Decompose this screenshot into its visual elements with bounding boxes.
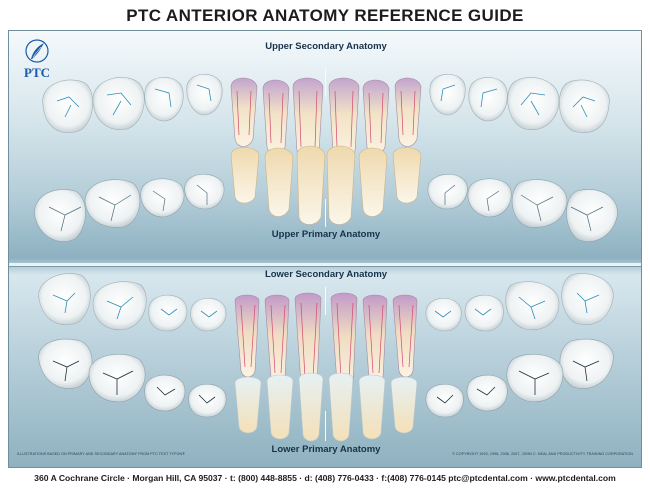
ptc-logo: PTC bbox=[19, 37, 55, 81]
upper-midline-top bbox=[325, 67, 326, 97]
upper-secondary-arch bbox=[42, 73, 610, 159]
lower-secondary-label: Lower Secondary Anatomy bbox=[264, 269, 388, 280]
copyright-notice: © COPYRIGHT 1993, 1998, 2006, 2007, JOHN… bbox=[452, 452, 633, 456]
contact-footer: 360 A Cochrane Circle · Morgan Hill, CA … bbox=[34, 473, 616, 483]
lower-midline-top bbox=[325, 287, 326, 315]
lower-primary-label: Lower Primary Anatomy bbox=[271, 444, 381, 455]
upper-secondary-label: Upper Secondary Anatomy bbox=[265, 41, 387, 52]
lower-secondary-arch bbox=[38, 273, 614, 390]
upper-midline-bottom bbox=[325, 199, 326, 227]
illustration-credit: ILLUSTRATIONS BASED ON PRIMARY AND SECON… bbox=[17, 452, 185, 456]
lower-midline-bottom bbox=[325, 411, 326, 441]
upper-primary-arch bbox=[34, 145, 618, 242]
lower-primary-arch bbox=[38, 338, 614, 442]
arch-divider bbox=[9, 263, 641, 266]
page-title: PTC ANTERIOR ANATOMY REFERENCE GUIDE bbox=[126, 6, 524, 25]
upper-primary-label: Upper Primary Anatomy bbox=[271, 229, 381, 240]
dental-arches-illustration bbox=[34, 73, 618, 442]
ptc-feather-logo-icon bbox=[25, 39, 49, 63]
anatomy-poster: PTC Upper Secondary Anatomy Upper Primar… bbox=[8, 30, 642, 468]
logo-text: PTC bbox=[24, 65, 50, 80]
